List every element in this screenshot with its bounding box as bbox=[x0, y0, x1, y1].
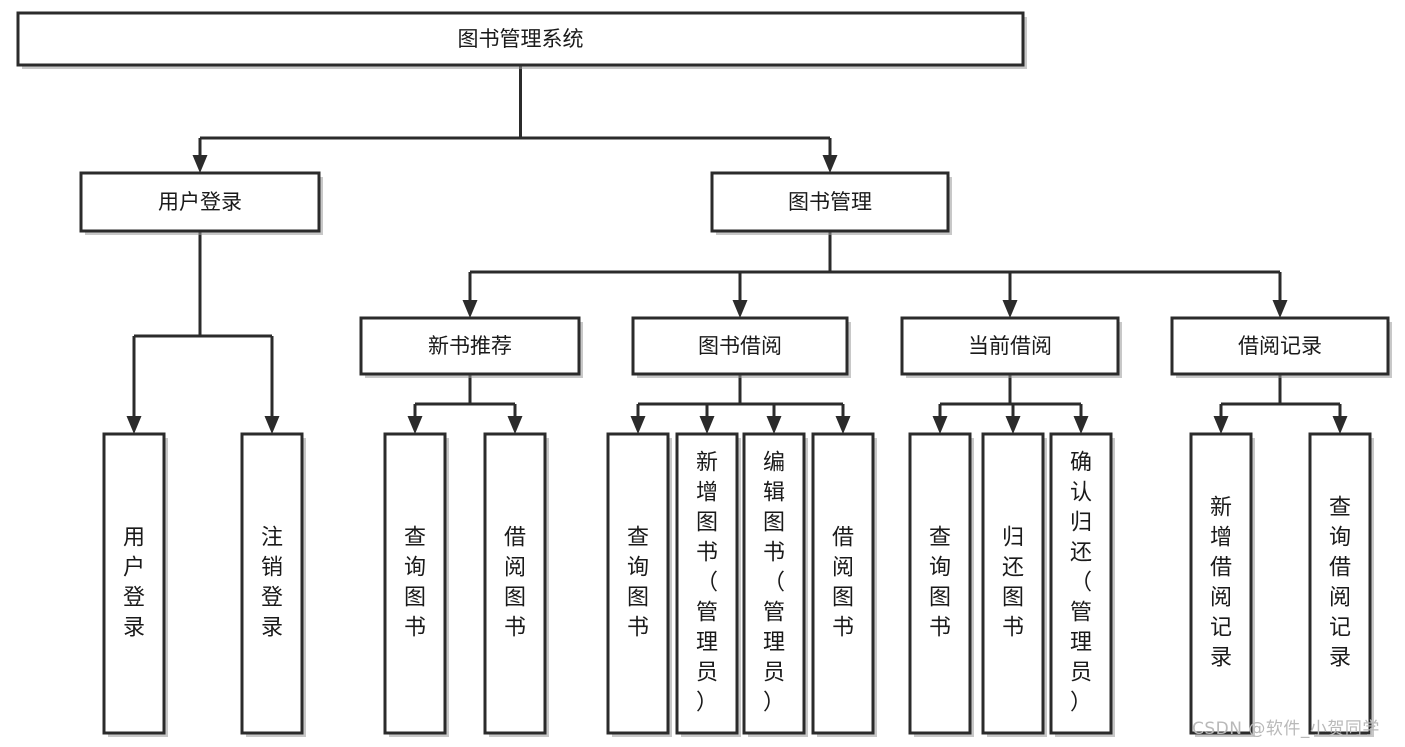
edge-edge-borrowrecord-split bbox=[1213, 374, 1348, 434]
node-leaf-borrow-book-2[interactable]: 借阅图书 bbox=[811, 432, 877, 737]
edge-edge-userlogin-split bbox=[126, 231, 280, 434]
arrow-head-icon bbox=[264, 416, 280, 434]
node-label: 图书借阅 bbox=[698, 334, 782, 358]
node-label: 归还图书 bbox=[1002, 526, 1024, 641]
node-current-borrow[interactable]: 当前借阅 bbox=[900, 316, 1122, 378]
arrow-head-icon bbox=[835, 416, 851, 434]
node-label: 当前借阅 bbox=[968, 334, 1052, 358]
arrow-head-icon bbox=[1002, 300, 1018, 318]
node-label: 图书管理 bbox=[788, 190, 872, 214]
node-leaf-edit-book[interactable]: 编辑图书（管理员） bbox=[742, 432, 808, 737]
arrow-head-icon bbox=[407, 416, 423, 434]
node-label: 编辑图书（管理员） bbox=[763, 451, 785, 716]
node-label: 查询借阅记录 bbox=[1329, 496, 1351, 671]
node-label: 确认归还（管理员） bbox=[1070, 451, 1092, 716]
arrow-head-icon bbox=[1005, 416, 1021, 434]
node-leaf-query-record[interactable]: 查询借阅记录 bbox=[1308, 432, 1374, 737]
node-label: 查询图书 bbox=[929, 526, 951, 641]
node-label: 图书管理系统 bbox=[458, 27, 584, 51]
node-leaf-logout[interactable]: 注销登录 bbox=[240, 432, 306, 737]
arrow-head-icon bbox=[630, 416, 646, 434]
node-leaf-add-book[interactable]: 新增图书（管理员） bbox=[675, 432, 741, 737]
edge-edge-currentborrow-split bbox=[932, 374, 1089, 434]
arrow-head-icon bbox=[1332, 416, 1348, 434]
arrow-head-icon bbox=[507, 416, 523, 434]
node-new-book-recommend[interactable]: 新书推荐 bbox=[359, 316, 583, 378]
node-label: 借阅记录 bbox=[1238, 334, 1322, 358]
arrow-head-icon bbox=[932, 416, 948, 434]
node-label: 查询图书 bbox=[627, 526, 649, 641]
arrow-head-icon bbox=[462, 300, 478, 318]
node-leaf-query-book-2[interactable]: 查询图书 bbox=[606, 432, 672, 737]
arrow-head-icon bbox=[822, 155, 838, 173]
node-label: 新书推荐 bbox=[428, 334, 512, 358]
node-book-borrow[interactable]: 图书借阅 bbox=[631, 316, 851, 378]
node-borrow-record[interactable]: 借阅记录 bbox=[1170, 316, 1392, 378]
arrow-head-icon bbox=[1213, 416, 1229, 434]
edge-edge-bookborrow-split bbox=[630, 374, 851, 434]
node-label: 借阅图书 bbox=[832, 526, 854, 641]
edges-layer bbox=[126, 65, 1348, 434]
node-leaf-query-book-3[interactable]: 查询图书 bbox=[908, 432, 974, 737]
node-leaf-user-login[interactable]: 用户登录 bbox=[102, 432, 168, 737]
arrow-head-icon bbox=[699, 416, 715, 434]
arrow-head-icon bbox=[126, 416, 142, 434]
node-label: 借阅图书 bbox=[504, 526, 526, 641]
node-user-login[interactable]: 用户登录 bbox=[79, 171, 323, 235]
node-leaf-confirm-return[interactable]: 确认归还（管理员） bbox=[1049, 432, 1115, 737]
edge-edge-newbook-split bbox=[407, 374, 523, 434]
arrow-head-icon bbox=[192, 155, 208, 173]
nodes-layer: 图书管理系统用户登录图书管理新书推荐图书借阅当前借阅借阅记录用户登录注销登录查询… bbox=[16, 11, 1392, 737]
node-leaf-add-record[interactable]: 新增借阅记录 bbox=[1189, 432, 1255, 737]
arrow-head-icon bbox=[1073, 416, 1089, 434]
arrow-head-icon bbox=[732, 300, 748, 318]
arrow-head-icon bbox=[766, 416, 782, 434]
arrow-head-icon bbox=[1272, 300, 1288, 318]
node-label: 注销登录 bbox=[261, 526, 283, 641]
node-label: 用户登录 bbox=[158, 190, 242, 214]
node-label: 新增图书（管理员） bbox=[696, 451, 718, 716]
node-label: 用户登录 bbox=[123, 526, 145, 641]
node-book-manage[interactable]: 图书管理 bbox=[710, 171, 952, 235]
node-label: 新增借阅记录 bbox=[1210, 496, 1232, 671]
node-leaf-return-book[interactable]: 归还图书 bbox=[981, 432, 1047, 737]
node-label: 查询图书 bbox=[404, 526, 426, 641]
edge-edge-root-split bbox=[192, 65, 838, 173]
node-leaf-query-book-1[interactable]: 查询图书 bbox=[383, 432, 449, 737]
node-root[interactable]: 图书管理系统 bbox=[16, 11, 1027, 69]
edge-edge-bookmanage-split bbox=[462, 231, 1288, 318]
node-leaf-borrow-book-1[interactable]: 借阅图书 bbox=[483, 432, 549, 737]
